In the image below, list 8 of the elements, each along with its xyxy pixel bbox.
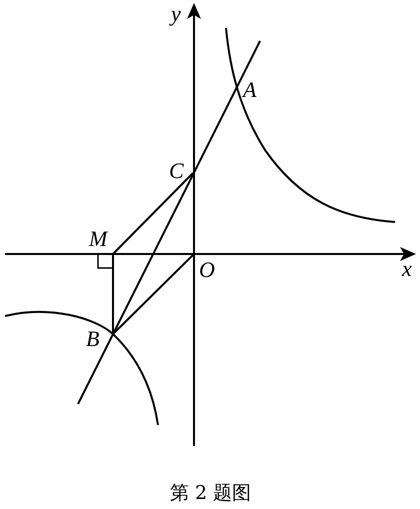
point-label: B: [86, 328, 100, 350]
point-label: C: [169, 160, 184, 182]
point-label: A: [243, 79, 256, 101]
point-label: O: [199, 259, 215, 281]
axis-label: y: [171, 3, 181, 25]
axis-label: x: [402, 258, 412, 280]
caption: 第 2 题图: [170, 482, 252, 504]
point-label: M: [89, 228, 108, 250]
